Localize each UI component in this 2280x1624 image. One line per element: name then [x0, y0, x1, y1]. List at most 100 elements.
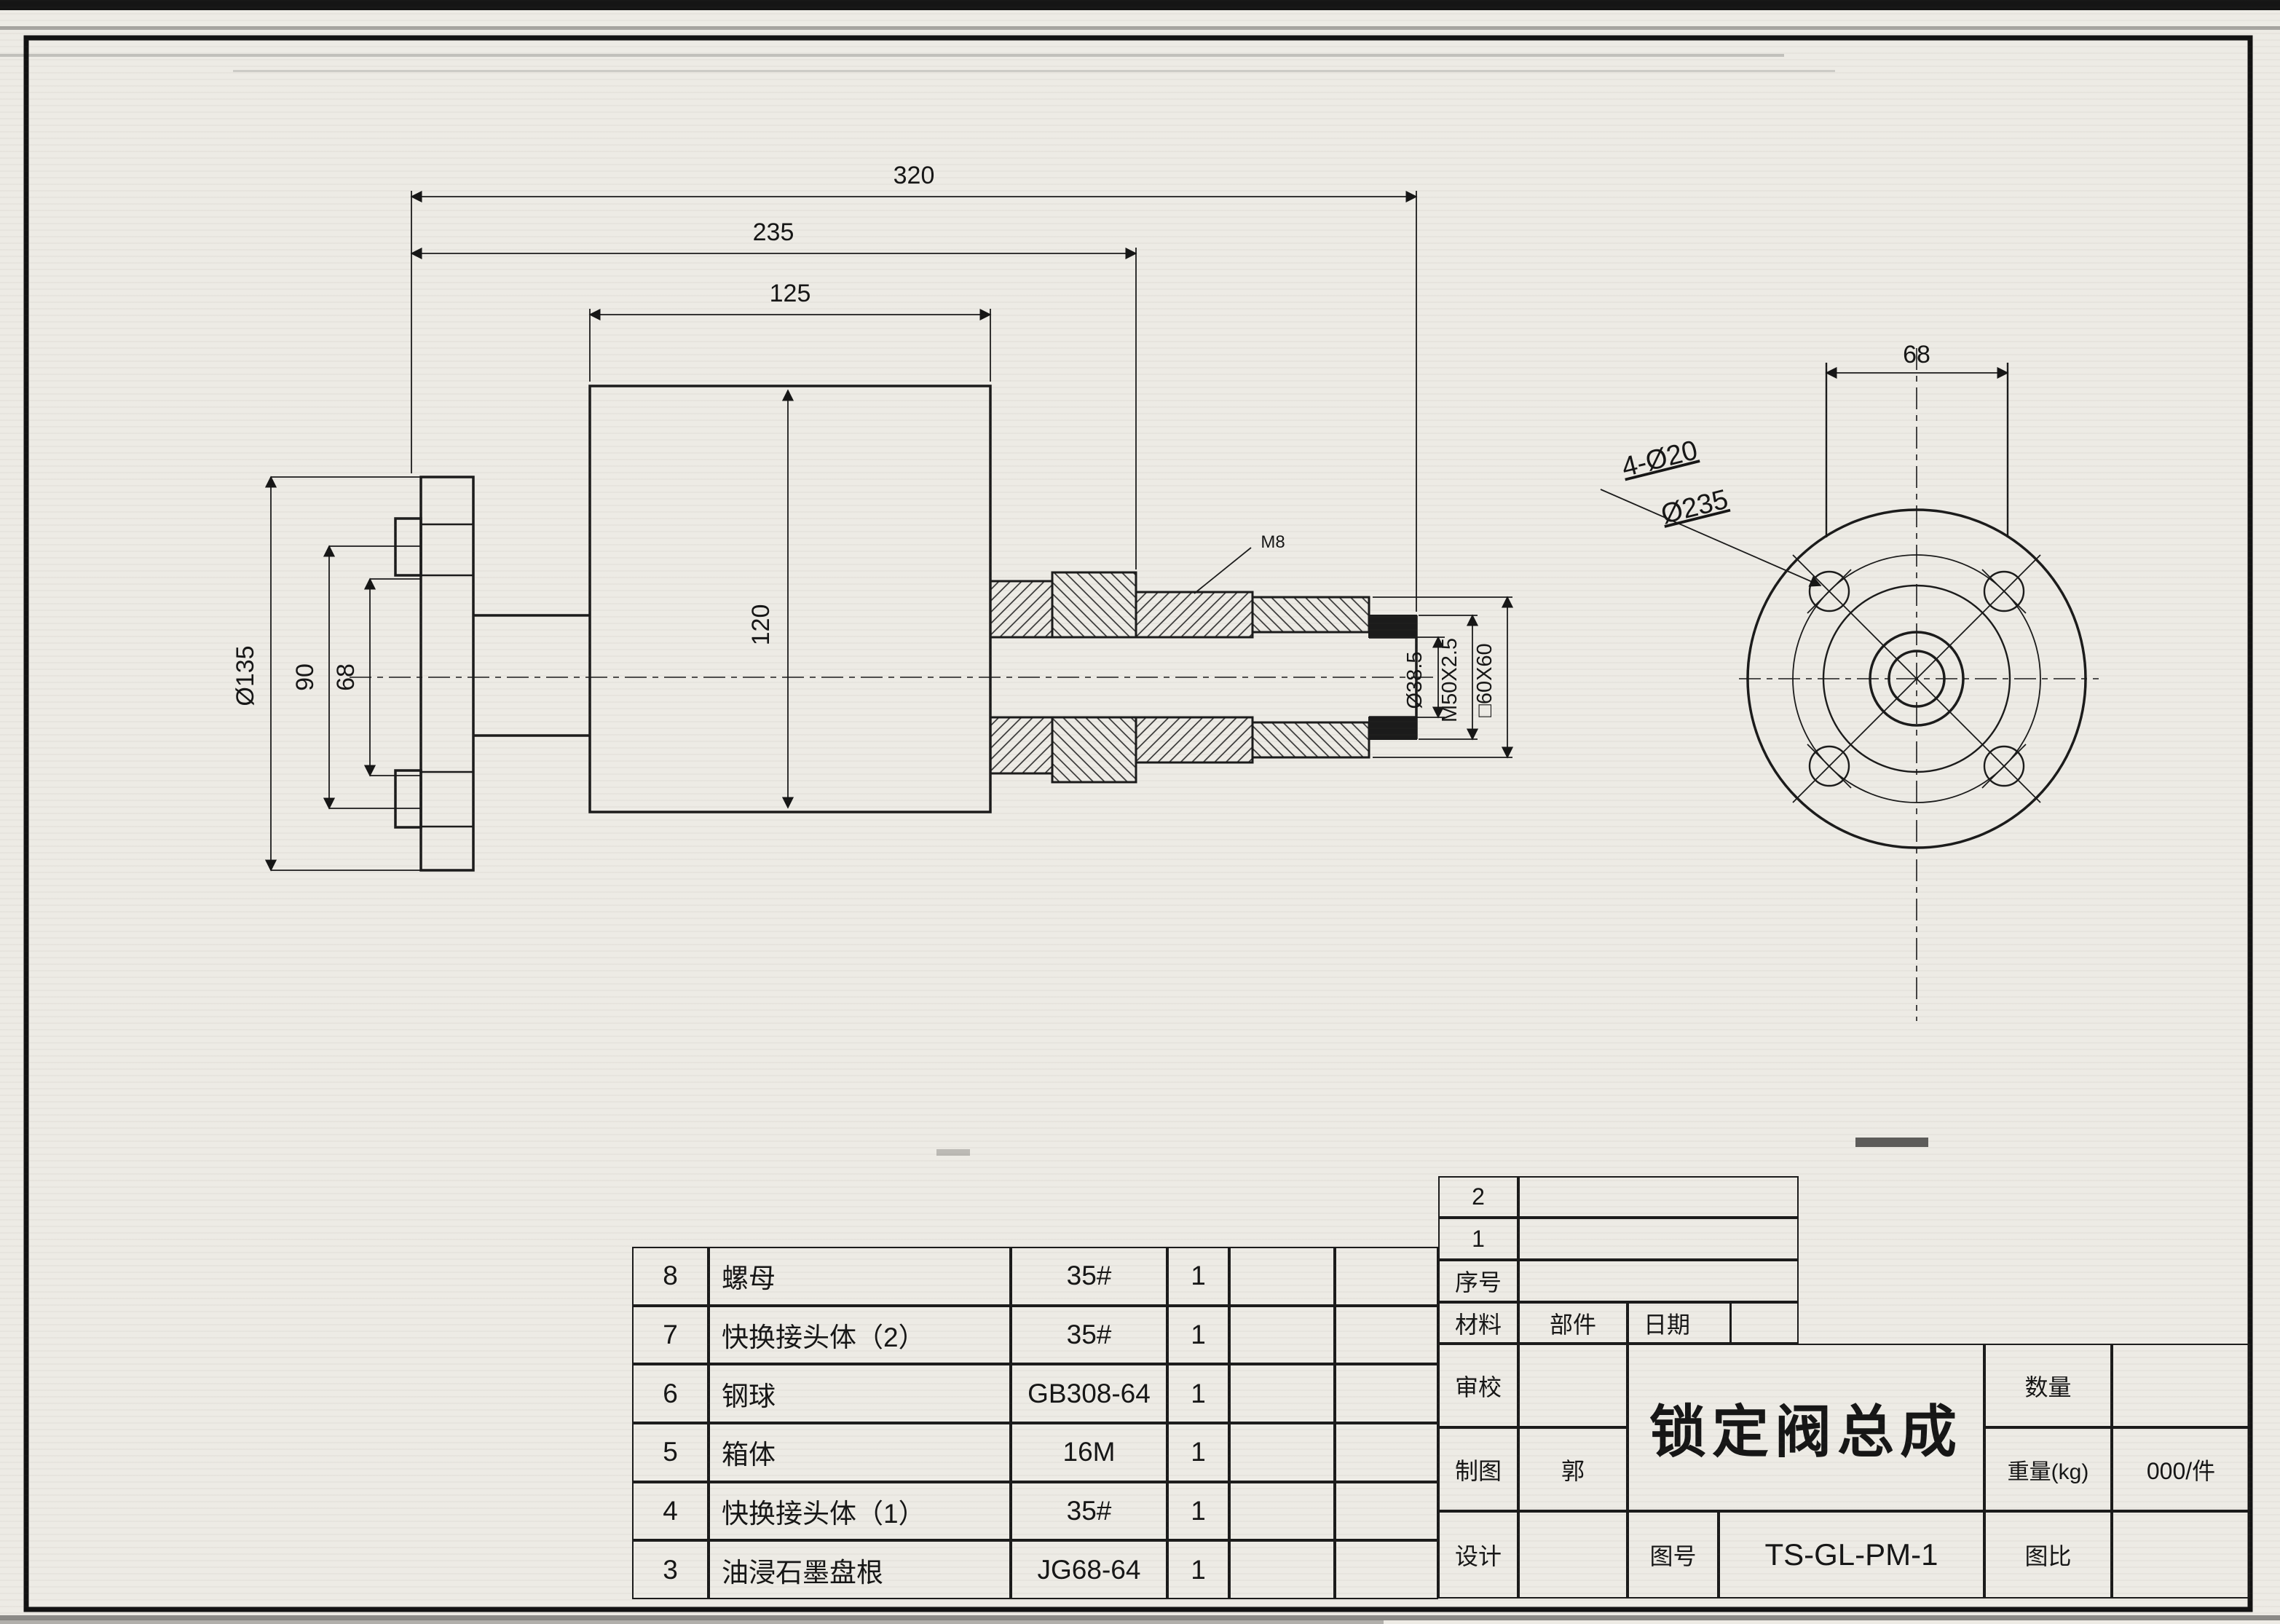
coupling-section [989, 571, 1418, 784]
flange-neck-lines [473, 614, 590, 737]
hub-circle [1869, 631, 1965, 727]
parts-qty: 1 [1167, 1305, 1229, 1365]
parts-cell-empty [1229, 1540, 1335, 1599]
parts-spec: 35# [1011, 1305, 1167, 1365]
annotation-leader [1600, 489, 1822, 587]
holes-note-text: 4-Ø20 [1619, 435, 1701, 483]
sheet-border [23, 35, 2253, 1612]
m8-leader [1194, 547, 1252, 594]
dim-90-text: 90 [291, 663, 319, 691]
tb-part-label: 部件 [1518, 1302, 1628, 1344]
coupling-upper-2 [1051, 571, 1137, 639]
tb-seq-label: 序号 [1438, 1260, 1518, 1302]
flange-bolt-lines [421, 523, 473, 828]
tb-scale-label: 图比 [1984, 1511, 2112, 1599]
dim-120-text: 120 [747, 604, 775, 646]
tb-date-label: 日期 [1628, 1302, 1799, 1344]
drawing-title: 锁定阀总成 [1628, 1344, 1984, 1511]
raised-face-circle [1822, 584, 2011, 773]
parts-cell-empty [1335, 1422, 1438, 1482]
nut-lower [1251, 721, 1370, 759]
dim-125-ext [589, 309, 991, 382]
parts-qty: 1 [1167, 1364, 1229, 1423]
coupling-upper-3 [1135, 591, 1254, 639]
dim-120: 120 [747, 389, 794, 809]
dim-square-text: □60X60 [1473, 643, 1496, 717]
dim-320-text: 320 [894, 162, 935, 189]
tb-empty [1518, 1344, 1628, 1427]
dim-68-left: 68 [332, 578, 421, 777]
bolt-circle [1792, 554, 2041, 803]
tb-row2: 2 [1438, 1176, 1518, 1218]
dim-125: 125 [588, 280, 992, 382]
dim-68l-text: 68 [332, 663, 360, 691]
tb-drawingno-value: TS-GL-PM-1 [1719, 1511, 1984, 1599]
bolt-hole-top-left [1808, 570, 1850, 612]
parts-qty: 1 [1167, 1422, 1229, 1482]
dim-68e-text: 68 [1903, 341, 1930, 368]
dim-135-ext [271, 476, 421, 871]
parts-name: 快换接头体（1） [709, 1481, 1011, 1541]
flange-plate-outline [419, 476, 475, 872]
parts-cell-empty [1335, 1247, 1438, 1306]
dim-235-text: 235 [753, 218, 794, 246]
coupling-upper-1 [989, 580, 1054, 639]
tb-draft-label: 制图 [1438, 1427, 1518, 1511]
diagonal-centerlines [1792, 554, 2041, 803]
tb-empty [1518, 1218, 1799, 1260]
tb-row1: 1 [1438, 1218, 1518, 1260]
dim-235: 235 [410, 218, 1137, 569]
tb-empty [1518, 1260, 1799, 1302]
tb-empty [1518, 1176, 1799, 1218]
parts-name: 钢球 [709, 1364, 1011, 1423]
parts-cell-empty [1335, 1305, 1438, 1365]
dims-right-end: Ø38.5 M50X2.5 □60X60 [1373, 596, 1514, 759]
tb-empty [2112, 1511, 2250, 1599]
dim-320-ext [411, 191, 1417, 612]
end-view: 68 4-Ø20 Ø235 [1600, 341, 2099, 1021]
boss-edge-lines [1825, 363, 2009, 537]
dim-135-text: Ø135 [232, 645, 259, 706]
parts-spec: 35# [1011, 1247, 1167, 1306]
parts-seq: 7 [632, 1305, 709, 1365]
parts-cell-empty [1229, 1364, 1335, 1423]
coupling-lower-2 [1051, 716, 1137, 784]
tb-drawingno-label: 图号 [1628, 1511, 1719, 1599]
end-view-centerlines [1739, 348, 2099, 1021]
flange-outer-circle [1746, 508, 2087, 849]
dim-125-text: 125 [770, 280, 811, 307]
dim-bore-text: Ø38.5 [1403, 652, 1427, 709]
tb-weight-label: 重量(kg) [1984, 1427, 2112, 1511]
parts-seq: 3 [632, 1540, 709, 1599]
parts-cell-empty [1335, 1481, 1438, 1541]
dim-90-ext [329, 545, 421, 809]
parts-name: 螺母 [709, 1247, 1011, 1306]
parts-qty: 1 [1167, 1481, 1229, 1541]
tb-empty [1518, 1511, 1628, 1599]
parts-qty: 1 [1167, 1540, 1229, 1599]
parts-cell-empty [1335, 1540, 1438, 1599]
parts-seq: 5 [632, 1422, 709, 1482]
tb-design-label: 设计 [1438, 1511, 1518, 1599]
tb-draft-name: 郭 [1518, 1427, 1628, 1511]
m8-callout: M8 [1194, 532, 1285, 594]
parts-spec: GB308-64 [1011, 1364, 1167, 1423]
parts-seq: 8 [632, 1247, 709, 1306]
flange-bolt-head-bottom [394, 769, 422, 829]
main-section-view: M8 320 235 125 12 [232, 162, 1514, 872]
parts-cell-empty [1229, 1305, 1335, 1365]
tb-date-divider [1729, 1302, 1732, 1344]
dim-320: 320 [410, 162, 1418, 612]
tb-review-label: 审校 [1438, 1344, 1518, 1427]
tb-qty-label: 数量 [1984, 1344, 2112, 1427]
dim-68l-ext [370, 578, 421, 776]
parts-cell-empty [1229, 1247, 1335, 1306]
bolt-hole-ticks [1807, 569, 2027, 789]
parts-name: 箱体 [709, 1422, 1011, 1482]
tb-empty [2112, 1344, 2250, 1427]
parts-qty: 1 [1167, 1247, 1229, 1306]
dim-68-end: 68 [1825, 341, 2009, 379]
parts-spec: JG68-64 [1011, 1540, 1167, 1599]
parts-cell-empty [1335, 1364, 1438, 1423]
